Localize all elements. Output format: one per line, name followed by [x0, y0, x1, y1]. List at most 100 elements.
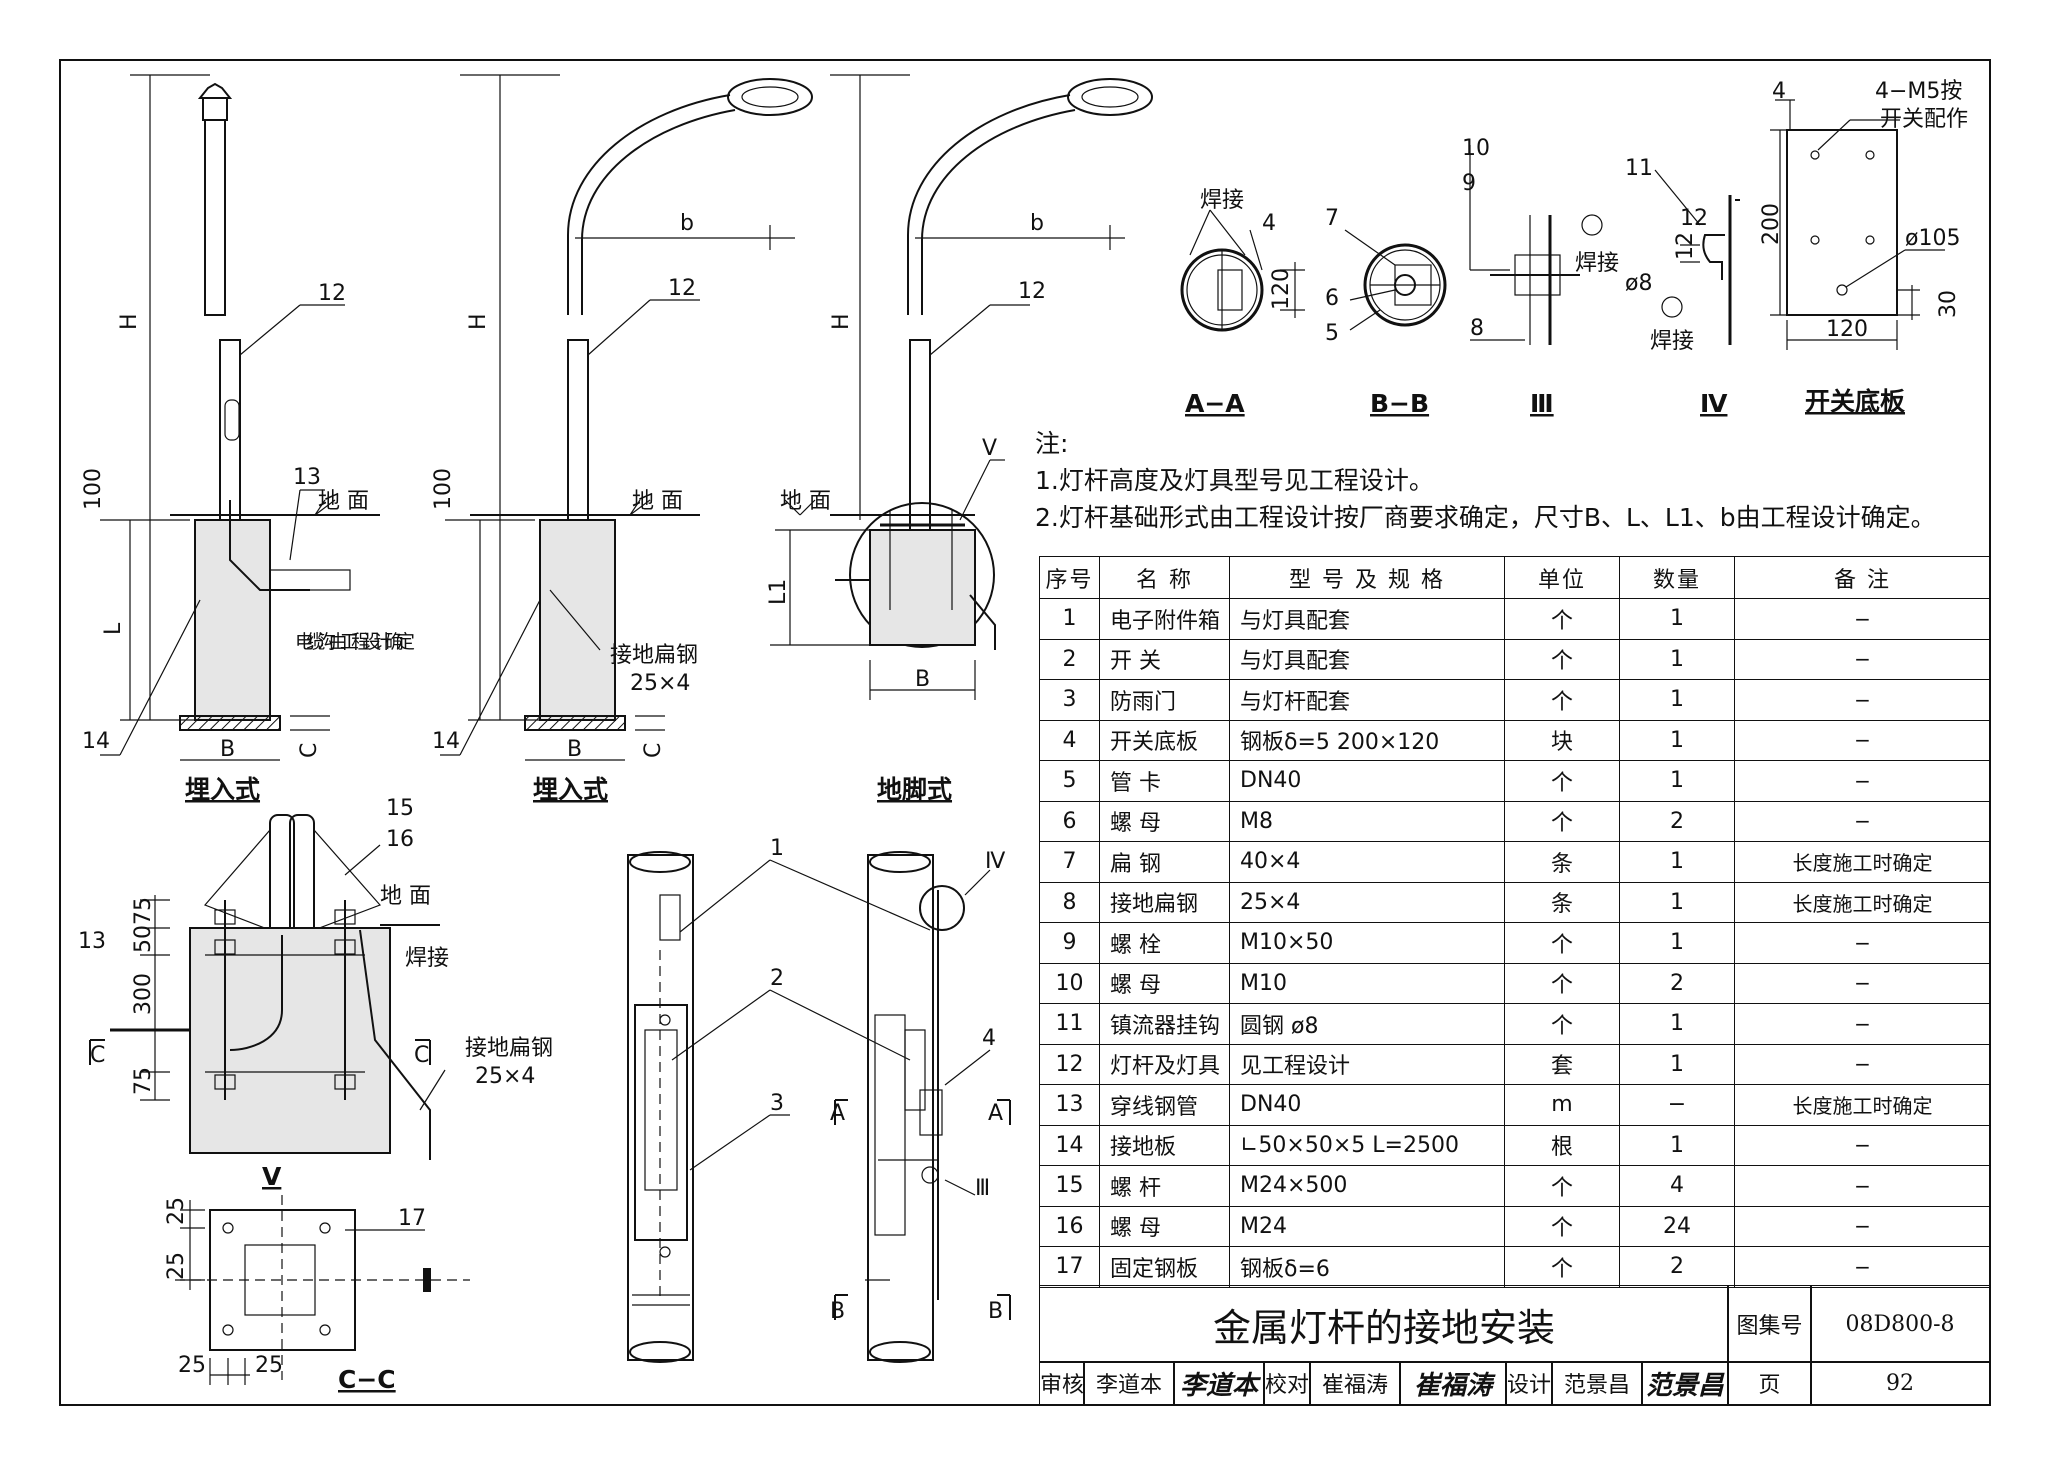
cell-qty: − [1619, 1084, 1735, 1126]
cell-remark: 长度施工时确定 [1734, 841, 1991, 883]
cc-n17: 17 [398, 1206, 426, 1231]
iii-weld: 焊接 [1575, 251, 1619, 276]
buried2-ground-steel-size: 25×4 [630, 671, 690, 696]
anchor-type-drawing [770, 74, 1153, 700]
col-header-unit: 单位 [1504, 556, 1620, 599]
v-dim50: 50 [131, 925, 156, 953]
cell-remark: − [1734, 1165, 1991, 1207]
cc-dim25a: 25 [164, 1197, 189, 1225]
cell-name: 管 卡 [1099, 760, 1230, 802]
check-label: 校对 [1263, 1361, 1311, 1405]
v-section-c-right: C [414, 1043, 429, 1068]
aa-title: A−A [1185, 389, 1245, 418]
cell-unit: 个 [1504, 638, 1620, 680]
switch-m5b: 开关配作 [1880, 107, 1968, 132]
buried2-title: 埋入式 [533, 775, 608, 804]
review-label: 审核 [1039, 1361, 1085, 1405]
buried1-n13: 13 [293, 465, 321, 490]
cell-qty: 4 [1619, 1165, 1735, 1207]
cell-model: DN40 [1229, 1084, 1505, 1126]
drawing-title: 金属灯杆的接地安装 [1039, 1285, 1729, 1363]
bb-title: B−B [1370, 389, 1429, 418]
cell-remark: − [1734, 638, 1991, 680]
cell-no: 7 [1039, 841, 1100, 883]
aa-weld: 焊接 [1200, 188, 1244, 213]
pole-n1: 1 [770, 836, 784, 861]
cell-model: M10×50 [1229, 922, 1505, 964]
cell-qty: 1 [1619, 638, 1735, 680]
cell-qty: 2 [1619, 962, 1735, 1004]
detail-v-drawing [89, 814, 446, 1160]
iv-d8: ø8 [1625, 271, 1652, 296]
cell-model: 与灯具配套 [1229, 598, 1505, 640]
cell-name: 镇流器挂钩 [1099, 1003, 1230, 1045]
detail-iv-drawing [1654, 169, 1740, 345]
cell-model: M24 [1229, 1205, 1505, 1247]
cell-name: 接地扁钢 [1099, 881, 1230, 923]
buried-type-2-drawing [440, 74, 813, 761]
cell-no: 15 [1039, 1165, 1100, 1207]
cell-no: 14 [1039, 1124, 1100, 1166]
cell-unit: 个 [1504, 1246, 1620, 1288]
cc-dim25b: 25 [164, 1252, 189, 1280]
cell-no: 1 [1039, 598, 1100, 640]
cell-no: 12 [1039, 1043, 1100, 1085]
v-n16: 16 [386, 827, 414, 852]
reviewer-signature: 李道本 [1173, 1361, 1265, 1405]
pole-A-right: A [988, 1101, 1003, 1126]
buried1-title: 埋入式 [185, 775, 260, 804]
cell-unit: 个 [1504, 1205, 1620, 1247]
cell-remark: − [1734, 760, 1991, 802]
iii-title: Ⅲ [1530, 389, 1554, 418]
anchor-V: Ⅴ [982, 436, 997, 461]
anchor-B: B [915, 667, 930, 692]
page-label: 页 [1727, 1361, 1812, 1405]
cell-remark: − [1734, 1003, 1991, 1045]
cell-qty: 24 [1619, 1205, 1735, 1247]
section-aa-drawing [1180, 209, 1305, 332]
cell-qty: 1 [1619, 760, 1735, 802]
bb-n5: 5 [1325, 321, 1339, 346]
cell-remark: − [1734, 598, 1991, 640]
cell-model: 与灯具配套 [1229, 638, 1505, 680]
cell-unit: 个 [1504, 760, 1620, 802]
cell-model: M24×500 [1229, 1165, 1505, 1207]
note-2: 2.灯杆基础形式由工程设计按厂商要求确定，尺寸B、L、L1、b由工程设计确定。 [1035, 503, 1936, 532]
buried2-100: 100 [431, 468, 456, 510]
v-dim75b: 75 [131, 1067, 156, 1095]
buried1-C: C [297, 743, 322, 758]
pole-B-right: B [988, 1299, 1003, 1324]
cell-model: ∟50×50×5 L=2500 [1229, 1124, 1505, 1166]
cc-title: C−C [338, 1365, 396, 1394]
iv-title: Ⅳ [1700, 389, 1728, 418]
cell-unit: m [1504, 1084, 1620, 1126]
cell-model: 钢板δ=6 [1229, 1246, 1505, 1288]
cell-no: 3 [1039, 679, 1100, 721]
cell-qty: 1 [1619, 881, 1735, 923]
v-dim75a: 75 [131, 897, 156, 925]
cell-unit: 条 [1504, 881, 1620, 923]
pole-n2: 2 [770, 966, 784, 991]
cell-unit: 个 [1504, 1003, 1620, 1045]
buried2-n12: 12 [668, 276, 696, 301]
cell-model: 见工程设计 [1229, 1043, 1505, 1085]
cell-remark: − [1734, 1124, 1991, 1166]
buried1-ground: 地 面 [318, 489, 369, 514]
cell-unit: 个 [1504, 679, 1620, 721]
buried2-n14: 14 [432, 729, 460, 754]
